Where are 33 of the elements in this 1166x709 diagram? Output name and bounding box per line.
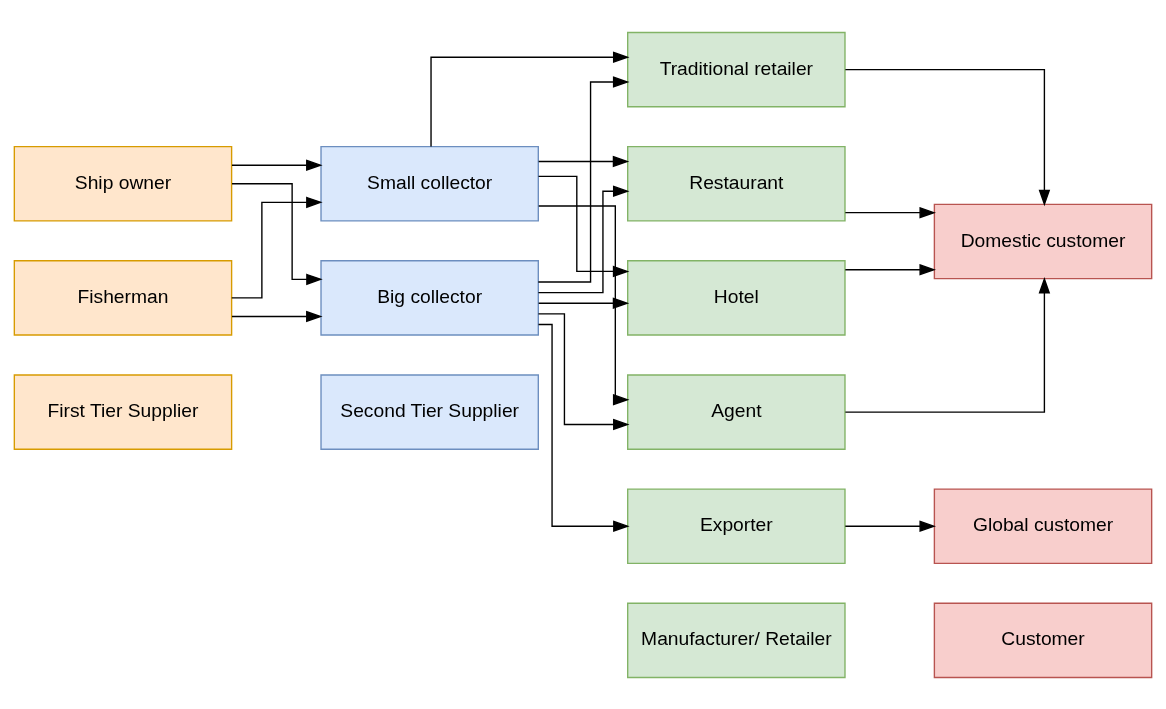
arrow [537,312,630,430]
node-box: Big collector [320,259,539,336]
arrow [538,204,630,405]
arrow [537,155,630,167]
arrow [844,68,1051,206]
arrow [430,50,630,147]
node-box: Fisherman [13,259,233,336]
arrow [844,276,1051,413]
arrow [537,175,630,277]
arrow [537,323,630,532]
arrow [231,310,323,322]
arrow [231,196,323,299]
node-box: First Tier Supplier [13,373,233,450]
node-box: Second Tier Supplier [320,373,539,450]
arrow [231,158,323,171]
node-box: Manufacturer/ Retailer [627,602,846,678]
arrow [844,206,936,218]
node-box: Customer [933,602,1153,678]
arrow [537,75,630,283]
arrow [844,263,936,276]
arrow [231,182,323,285]
node-box: Small collector [320,145,539,222]
arrow [537,296,630,309]
node-box: Ship owner [13,145,233,222]
node-box: Restaurant [627,145,846,222]
node-box: Domestic customer [933,203,1153,279]
arrow [844,519,936,532]
node-box: Hotel [627,259,846,336]
node-box: Exporter [627,487,846,564]
node-box: Global customer [933,487,1153,564]
node-box: Traditional retailer [627,31,846,107]
arrow [537,184,630,293]
node-box: Agent [627,373,846,450]
